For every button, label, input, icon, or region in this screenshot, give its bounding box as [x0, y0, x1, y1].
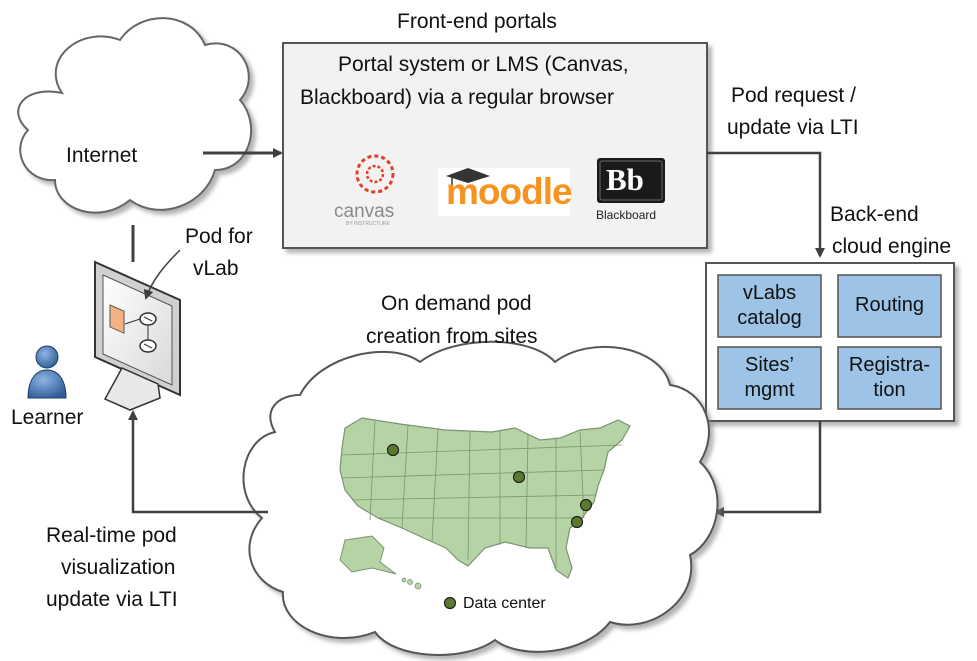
registration-line2: tion: [873, 379, 906, 401]
hawaii: [401, 577, 422, 590]
on-demand-line1: On demand pod: [381, 292, 532, 315]
pod-pointer-arrow: [143, 249, 181, 300]
sites-mgmt-line2: mgmt: [744, 379, 795, 401]
canvas-logo-text: canvas: [334, 201, 395, 222]
learner-icon: [27, 345, 67, 399]
vlabs-catalog-line1: vLabs: [742, 282, 797, 304]
data-center-dot: [579, 498, 593, 512]
data-center-label: Data center: [463, 595, 546, 612]
internet-cloud: [17, 17, 253, 214]
learner-label: Learner: [11, 406, 84, 429]
registration-label: Registra- tion: [838, 353, 941, 403]
portal-description-line1: Portal system or LMS (Canvas,: [338, 53, 629, 76]
pod-request-line1: Pod request /: [731, 84, 856, 107]
on-demand-line2: creation from sites: [366, 325, 538, 348]
vlabs-catalog-line2: catalog: [737, 307, 802, 329]
vlabs-catalog-label: vLabs catalog: [718, 281, 821, 331]
us-map: [339, 417, 631, 579]
pod-for-line2: vLab: [193, 257, 239, 280]
sites-to-pc-arrow: [128, 410, 268, 514]
blackboard-logo: [597, 158, 665, 203]
moodle-logo: [438, 168, 570, 216]
engine-to-sites-arrow: [714, 421, 822, 517]
routing-label: Routing: [855, 294, 924, 316]
registration-box: [837, 346, 942, 410]
data-center-legend-dot: [443, 596, 457, 610]
pod-for-line1: Pod for: [185, 225, 253, 248]
vlabs-catalog-box: [717, 274, 822, 338]
pod-request-line2: update via LTI: [727, 116, 859, 139]
sites-mgmt-box: [717, 346, 822, 410]
monitor-icon: [94, 260, 181, 411]
blackboard-logo-mark: Bb: [606, 162, 644, 197]
data-center-dot: [386, 443, 400, 457]
blackboard-logo-text: Blackboard: [596, 208, 657, 222]
internet-label: Internet: [66, 144, 138, 167]
moodle-logo-text: moodle: [446, 171, 573, 212]
realtime-line1: Real-time pod: [46, 524, 177, 547]
registration-line1: Registra-: [848, 354, 931, 376]
data-center-dot: [570, 515, 584, 529]
canvas-logo: [355, 154, 395, 194]
backend-line2: cloud engine: [832, 235, 952, 258]
portal-to-engine-arrow: [707, 151, 825, 258]
sites-mgmt-label: Sites’ mgmt: [718, 353, 821, 403]
alaska: [339, 535, 397, 575]
realtime-line3: update via LTI: [46, 588, 178, 611]
frontend-title: Front-end portals: [397, 10, 557, 33]
portal-description-line2: Blackboard) via a regular browser: [300, 86, 614, 109]
backend-line1: Back-end: [830, 203, 919, 226]
sites-mgmt-line1: Sites’: [745, 354, 794, 376]
data-center-dot: [512, 470, 526, 484]
canvas-logo-subtext: BY INSTRUCTURE: [346, 221, 390, 227]
routing-box: [837, 274, 942, 338]
realtime-line2: visualization: [61, 556, 176, 579]
